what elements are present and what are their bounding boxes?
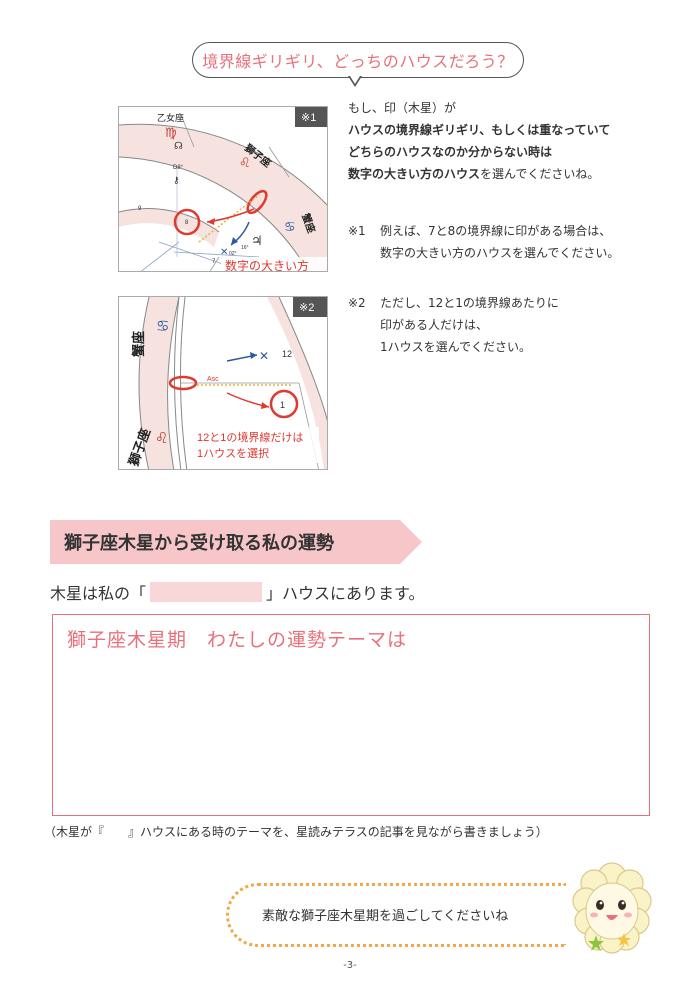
- house-7-label: 7: [212, 259, 216, 265]
- closing-message: 素敵な獅子座木星期を過ごしてくださいね: [262, 909, 509, 924]
- open-bracket: 「: [130, 584, 147, 603]
- cancer-glyph-icon: ♋: [156, 317, 169, 335]
- explanation-line1: もし、印（木星）が: [348, 101, 457, 115]
- chart2-badge: ※2: [299, 302, 314, 314]
- asc-label: Asc: [207, 376, 219, 383]
- house-1-label: 1: [280, 400, 285, 410]
- explanation-line4-bold: 数字の大きい方のハウス: [348, 167, 481, 181]
- house-8-label: 8: [185, 220, 189, 226]
- house-number-input[interactable]: [150, 582, 263, 602]
- house-9-label: 9: [138, 206, 142, 212]
- leo-glyph-icon: ♌: [239, 156, 251, 171]
- house-12-label: 12: [282, 349, 292, 359]
- note-1: ※1 例えば、7と8の境界線に印がある場合は、 数字の大きい方のハウスを選んでくだ…: [348, 220, 658, 264]
- theme-writing-box[interactable]: 獅子座木星期 わたしの運勢テーマは: [52, 614, 650, 816]
- sheep-mascot-icon: [566, 855, 658, 955]
- degree-label-2: 16°: [241, 245, 249, 251]
- chart-example-1: 乙女座 ♍ 獅子座 ♌ 蟹座 ♋ ☊ D8° ⚷ 9 8 7 ✕ 02° 16°…: [118, 106, 328, 272]
- bubble-tail-inner: [350, 76, 360, 84]
- jupiter-prefix: 木星は私の: [50, 584, 131, 603]
- chart-example-2: 蟹座 ♋ ♌ 獅子座 ※2 12 ✕ Asc 1 12と1の境界線だけは 1ハウ…: [118, 296, 328, 470]
- chart1-annotation: 数字の大きい方: [225, 258, 309, 272]
- closing-message-frame: [226, 883, 566, 947]
- boundary-highlight-ellipse: [246, 189, 268, 215]
- jupiter-glyph-icon: ♃: [251, 234, 263, 249]
- cross-mark-icon: ✕: [220, 247, 228, 258]
- house-1-highlight-circle: [269, 389, 299, 419]
- bubble-text: 境界線ギリギリ、どっちのハウスだろう？: [202, 52, 514, 71]
- boundary-explanation: もし、印（木星）が ハウスの境界線ギリギリ、もしくは重なっていて どちらのハウス…: [348, 97, 658, 185]
- note2-line1: ただし、12と1の境界線あたりに: [380, 296, 559, 310]
- close-bracket: 」: [266, 584, 283, 603]
- question-bubble: 境界線ギリギリ、どっちのハウスだろう？: [192, 42, 524, 78]
- jupiter-house-statement: 木星は私の 「 」 ハウスにあります。: [50, 580, 424, 604]
- jupiter-suffix: ハウスにあります。: [282, 584, 425, 603]
- page-number: -3-: [343, 960, 357, 971]
- theme-title: 獅子座木星期 わたしの運勢テーマは: [67, 629, 408, 651]
- explanation-line4-rest: を選んでくださいね。: [480, 167, 600, 181]
- chiron-glyph-icon: ⚷: [173, 176, 180, 186]
- note2-line2: 印がある人だけは、: [380, 318, 489, 332]
- section-title: 獅子座木星から受け取る私の運勢: [64, 533, 334, 554]
- house-8-highlight-circle: [173, 208, 201, 236]
- explanation-line2: ハウスの境界線ギリギリ、もしくは重なっていて: [348, 123, 611, 137]
- degree-label-1: 02°: [229, 251, 237, 257]
- sign-cancer-label: 蟹座: [131, 331, 146, 358]
- chart2-annotation-line1: 12と1の境界線だけは: [197, 430, 303, 444]
- explanation-line3: どちらのハウスなのか分からない時は: [348, 145, 553, 159]
- chart2-annotation-line2: 1ハウスを選択: [197, 446, 269, 460]
- note1-line2: 数字の大きい方のハウスを選んでください。: [380, 246, 620, 260]
- planet-degree-label: D8°: [173, 165, 184, 171]
- chart1-badge: ※1: [301, 112, 316, 124]
- note1-line1: 例えば、7と8の境界線に印がある場合は、: [380, 224, 612, 238]
- writing-instruction: （木星が『 』ハウスにある時のテーマを、星読みテラスの記事を見ながら書きましょう…: [44, 825, 548, 839]
- note1-mark: ※1: [348, 224, 366, 238]
- cross-mark-icon: ✕: [259, 349, 269, 363]
- note-2: ※2 ただし、12と1の境界線あたりに 印がある人だけは、 1ハウスを選んでくださ…: [348, 292, 658, 358]
- node-glyph-icon: ☊: [174, 141, 183, 152]
- sign-virgo-label: 乙女座: [157, 112, 184, 123]
- note2-line3: 1ハウスを選んでください。: [380, 340, 532, 354]
- leo-glyph-icon: ♌: [155, 429, 168, 447]
- virgo-glyph-icon: ♍: [165, 126, 177, 141]
- cancer-glyph-icon: ♋: [284, 220, 296, 235]
- section-header: 獅子座木星から受け取る私の運勢: [50, 520, 422, 564]
- asc-boundary-highlight: [168, 375, 198, 391]
- note2-mark: ※2: [348, 296, 366, 310]
